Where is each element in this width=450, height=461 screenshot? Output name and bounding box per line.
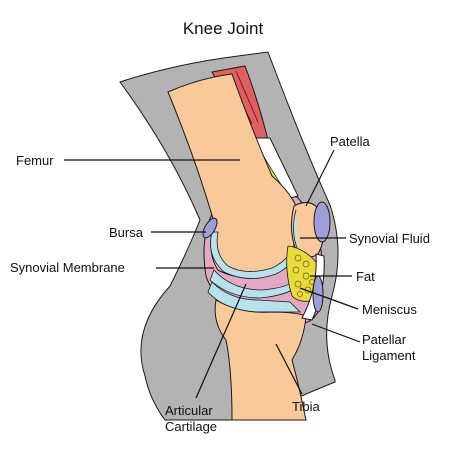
patellar-ligament-leader [311, 323, 361, 343]
patellar-ligament-label-line2: Ligament [362, 348, 416, 363]
synovial-membrane-label: Synovial Membrane [10, 260, 125, 275]
prepatellar-bursa [313, 201, 331, 243]
leader-lines [64, 149, 361, 399]
posterior-bursa [202, 217, 218, 239]
meniscus-leader [299, 287, 359, 310]
femur-label: Femur [16, 153, 54, 168]
meniscus-label: Meniscus [362, 302, 417, 317]
patella-leader [305, 149, 335, 207]
patella-cartilage [293, 209, 299, 251]
articular-cartilage-label-line2: Cartilage [165, 419, 217, 434]
bursa-label: Bursa [109, 225, 144, 240]
diagram-title: Knee Joint [183, 19, 264, 38]
patella-label: Patella [330, 134, 371, 149]
fat-label: Fat [356, 269, 375, 284]
tibia-leader [275, 343, 303, 395]
articular-cartilage-leader [195, 283, 247, 399]
synovial-fluid-label: Synovial Fluid [349, 231, 430, 246]
tibia-label: Tibia [292, 399, 320, 414]
articular-cartilage-label-line1: Articular [165, 403, 213, 418]
patellar-ligament-label-line1: Patellar [362, 332, 407, 347]
tibia-bone [214, 299, 307, 421]
